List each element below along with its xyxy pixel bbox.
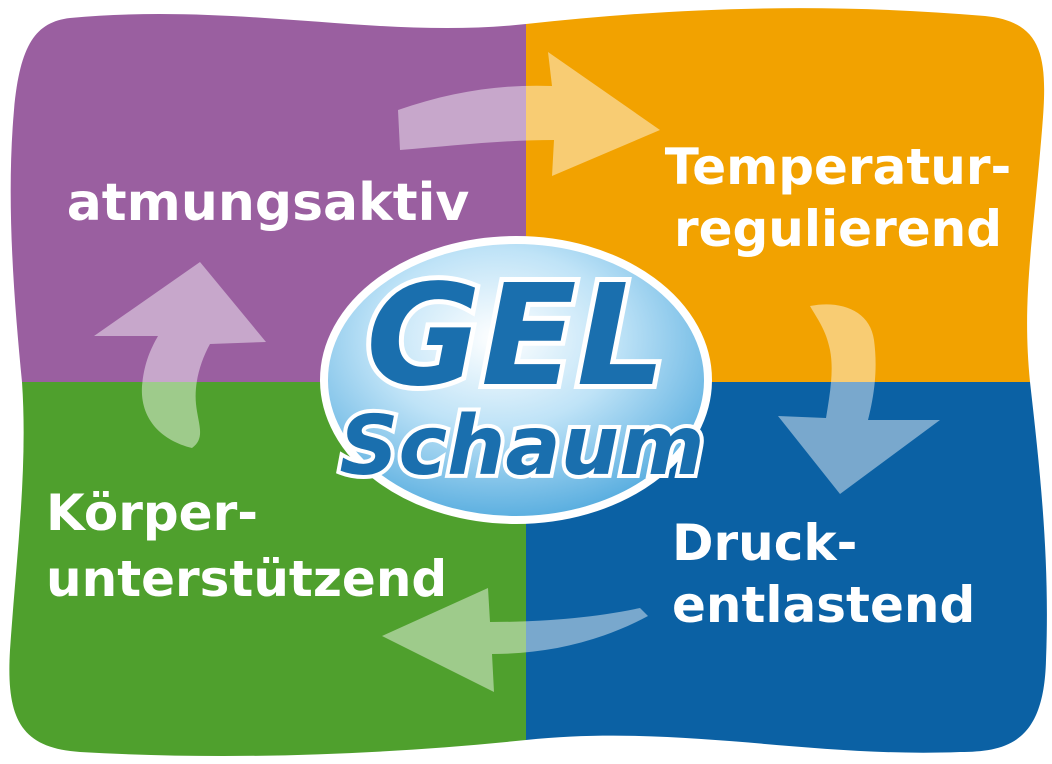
arrow-bottom-icon [382, 588, 648, 692]
label-koerper-line2: unterstützend [46, 550, 447, 608]
arrow-right-icon [778, 304, 940, 494]
label-temperatur-line2: regulierend [674, 200, 1002, 258]
logo-gel-outline: GEL [366, 255, 666, 418]
arrow-top-icon [398, 52, 660, 176]
logo-schaum-outline: Schaum [339, 399, 704, 494]
cycle-arrows [94, 52, 940, 692]
logo-ellipse [320, 236, 712, 524]
arrow-left-icon [94, 262, 266, 448]
logo-gel-text: GEL [366, 255, 666, 418]
gel-schaum-logo: GEL GEL Schaum Schaum [320, 236, 712, 524]
label-koerper-line1: Körper- [46, 484, 258, 542]
label-temperatur-line1: Temperatur- [665, 138, 1011, 196]
label-druck-line1: Druck- [672, 514, 857, 572]
label-atmungsaktiv: atmungsaktiv [67, 173, 470, 233]
logo-schaum-text: Schaum [339, 399, 704, 494]
label-druck-line2: entlastend [672, 576, 975, 634]
